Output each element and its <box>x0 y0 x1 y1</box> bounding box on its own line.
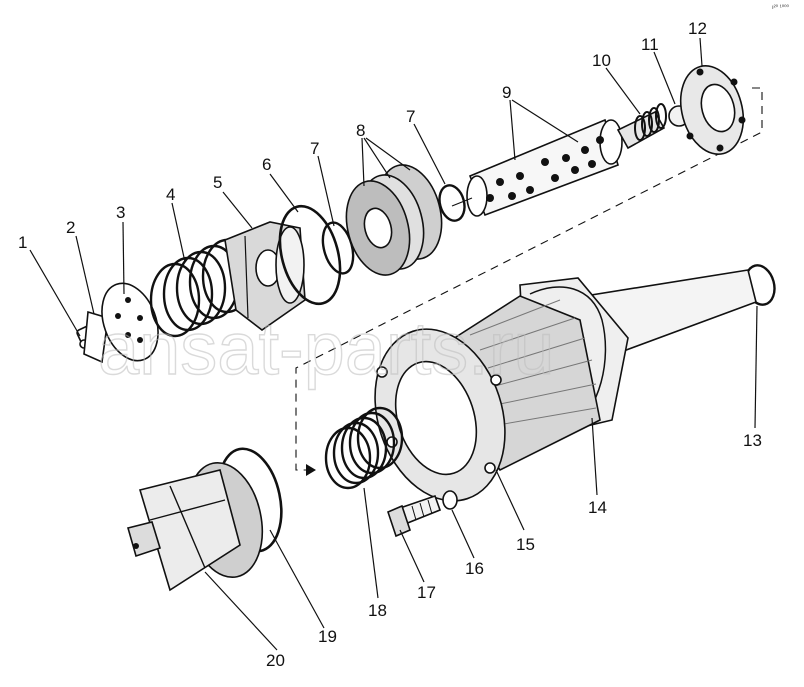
leader-lines <box>29 37 758 651</box>
part-bolt <box>387 494 442 538</box>
callout-10: 10 <box>592 51 611 70</box>
part-ring-right <box>438 184 466 222</box>
callout-labels: 1 2 3 4 5 6 7 8 7 9 10 11 12 13 14 15 16… <box>18 19 762 670</box>
part-perforated-cylinder <box>451 118 623 217</box>
assembly-guide-arrow <box>306 464 316 476</box>
callout-3: 3 <box>116 203 125 222</box>
callout-17: 17 <box>417 583 436 602</box>
corner-mark: ı²⁰ ¹⁰⁰⁰ <box>772 4 790 11</box>
callout-6: 6 <box>262 155 271 174</box>
part-end-cover <box>127 461 264 592</box>
callout-2: 2 <box>66 218 75 237</box>
callout-4: 4 <box>166 185 175 204</box>
watermark: ansat-parts.ru <box>98 307 555 390</box>
assembly-guide-line <box>295 87 763 471</box>
part-valve-body <box>224 221 306 331</box>
callout-12: 12 <box>688 19 707 38</box>
callout-19: 19 <box>318 627 337 646</box>
part-perforated-washer <box>101 282 159 362</box>
callout-18: 18 <box>368 601 387 620</box>
part-flange-cap <box>679 65 746 155</box>
callout-8: 8 <box>356 121 365 140</box>
callout-11: 11 <box>641 35 659 54</box>
callout-15: 15 <box>516 535 535 554</box>
callout-7b: 7 <box>406 107 415 126</box>
callout-16: 16 <box>465 559 484 578</box>
part-spring-large <box>324 406 404 490</box>
callout-14: 14 <box>588 498 607 517</box>
part-filter-discs <box>345 164 443 276</box>
callout-13: 13 <box>743 431 762 450</box>
callout-9: 9 <box>502 83 511 102</box>
callout-1: 1 <box>18 233 27 252</box>
part-small-washer <box>442 490 458 510</box>
part-housing <box>374 269 757 502</box>
part-o-ring-large <box>278 204 342 306</box>
callout-20: 20 <box>266 651 285 670</box>
callout-5: 5 <box>213 173 222 192</box>
part-valve-spring <box>616 103 667 150</box>
callout-7a: 7 <box>310 139 319 158</box>
